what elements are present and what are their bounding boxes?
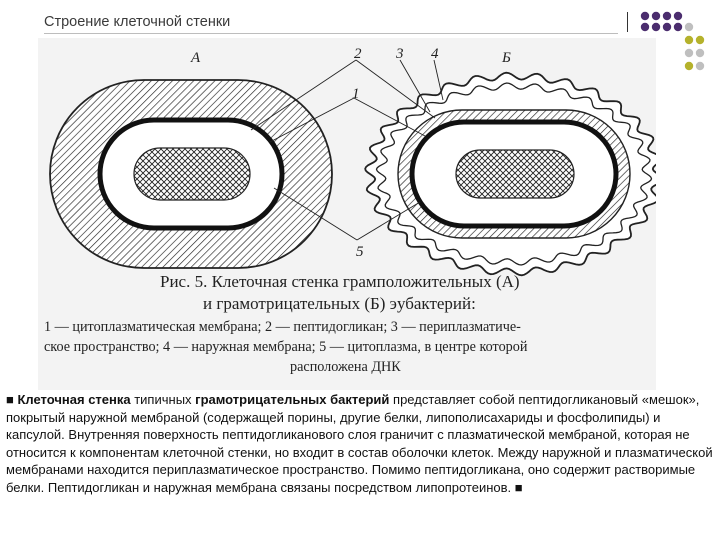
caption-legend-2: ское пространство; 4 — наружная мембрана… bbox=[44, 339, 528, 355]
leader-line bbox=[355, 59, 436, 119]
label-4: 4 bbox=[431, 46, 439, 62]
term-cell-wall: Клеточная стенка bbox=[17, 392, 131, 407]
label-1: 1 bbox=[352, 86, 360, 102]
decor-dot bbox=[684, 22, 694, 32]
decor-dot bbox=[673, 11, 683, 21]
bullet-end: ■ bbox=[511, 479, 523, 495]
body-paragraph: ■ Клеточная стенка типичных грамотрицате… bbox=[6, 391, 714, 497]
leader-line bbox=[356, 201, 421, 241]
dna-nucleoid bbox=[133, 147, 251, 201]
label-3: 3 bbox=[395, 46, 404, 62]
caption-line-2: и грамотрицательных (Б) эубактерий: bbox=[203, 294, 476, 313]
title-rule bbox=[44, 33, 618, 34]
body-text-1: типичных bbox=[130, 392, 196, 407]
decor-dot bbox=[695, 35, 705, 45]
label-2: 2 bbox=[354, 46, 362, 62]
decor-dot-grid bbox=[640, 11, 705, 71]
cell-b-gram-negative bbox=[364, 71, 656, 277]
decor-dot bbox=[684, 48, 694, 58]
cell-wall-diagram: А Б 2 3 4 1 5 bbox=[49, 46, 656, 277]
term-gram-negative: грамотрицательных бактерий bbox=[195, 392, 390, 407]
decor-dot bbox=[695, 48, 705, 58]
caption-line-1: Рис. 5. Клеточная стенка грамположительн… bbox=[160, 272, 520, 291]
label-b: Б bbox=[501, 50, 511, 66]
decor-dot bbox=[695, 61, 705, 71]
bullet-start: ■ bbox=[6, 392, 18, 407]
decor-dot bbox=[640, 11, 650, 21]
dna-nucleoid bbox=[455, 149, 575, 199]
decor-dot bbox=[662, 11, 672, 21]
decor-vertical-bar bbox=[627, 12, 628, 32]
decor-dot bbox=[673, 22, 683, 32]
decor-dot bbox=[662, 22, 672, 32]
body-text-2: представляет собой пептидогликановый «ме… bbox=[6, 392, 713, 495]
leader-line bbox=[273, 187, 358, 241]
decor-dot bbox=[684, 61, 694, 71]
decor-dot bbox=[651, 11, 661, 21]
label-5: 5 bbox=[356, 244, 364, 260]
cell-a-gram-positive bbox=[49, 79, 333, 269]
decor-dot bbox=[651, 22, 661, 32]
leader-line bbox=[269, 97, 355, 143]
caption-legend-3: расположена ДНК bbox=[290, 359, 401, 375]
leader-line bbox=[353, 97, 426, 137]
decor-dot bbox=[640, 22, 650, 32]
leader-line bbox=[433, 59, 444, 101]
leader-lines bbox=[250, 59, 444, 241]
decor-dot bbox=[684, 35, 694, 45]
label-a: А bbox=[190, 50, 201, 66]
cell-wall-figure: А Б 2 3 4 1 5 Рис. 5. Клеточная стенка г… bbox=[38, 38, 656, 390]
leader-line bbox=[250, 59, 357, 131]
slide-title: Строение клеточной стенки bbox=[44, 14, 231, 30]
leader-line bbox=[399, 59, 431, 113]
caption-legend-1: 1 — цитоплазматическая мембрана; 2 — пеп… bbox=[44, 319, 521, 335]
